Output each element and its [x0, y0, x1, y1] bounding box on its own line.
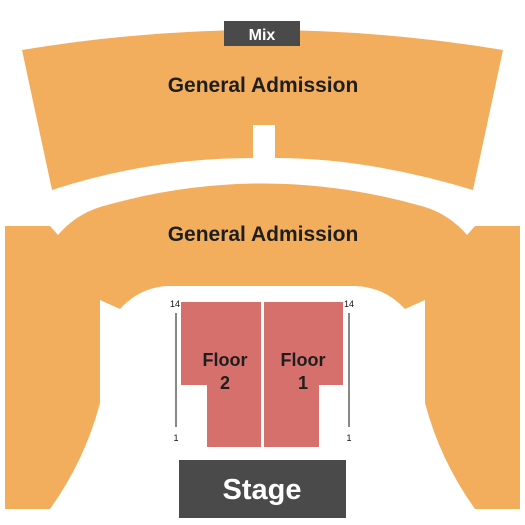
general-admission-lower-label: General Admission: [168, 223, 359, 246]
row-label-left-bottom: 1: [173, 433, 178, 443]
mix-position[interactable]: [224, 21, 300, 46]
general-admission-upper-label: General Admission: [168, 74, 359, 97]
stage: [179, 460, 346, 518]
row-label-right-top: 14: [344, 299, 354, 309]
floor-1-label-line2: 1: [298, 373, 308, 393]
stage-label: Stage: [223, 474, 302, 506]
general-admission-lower-section[interactable]: [5, 183, 520, 510]
floor-1-label-line1: Floor: [281, 350, 326, 370]
floor-1-section[interactable]: [264, 302, 343, 447]
mix-label: Mix: [249, 27, 276, 44]
general-admission-upper-section[interactable]: [22, 30, 503, 190]
floor-2-label-line2: 2: [220, 373, 230, 393]
row-label-right-bottom: 1: [346, 433, 351, 443]
row-label-left-top: 14: [170, 299, 180, 309]
floor-2-label-line1: Floor: [203, 350, 248, 370]
floor-2-section[interactable]: [181, 302, 261, 447]
